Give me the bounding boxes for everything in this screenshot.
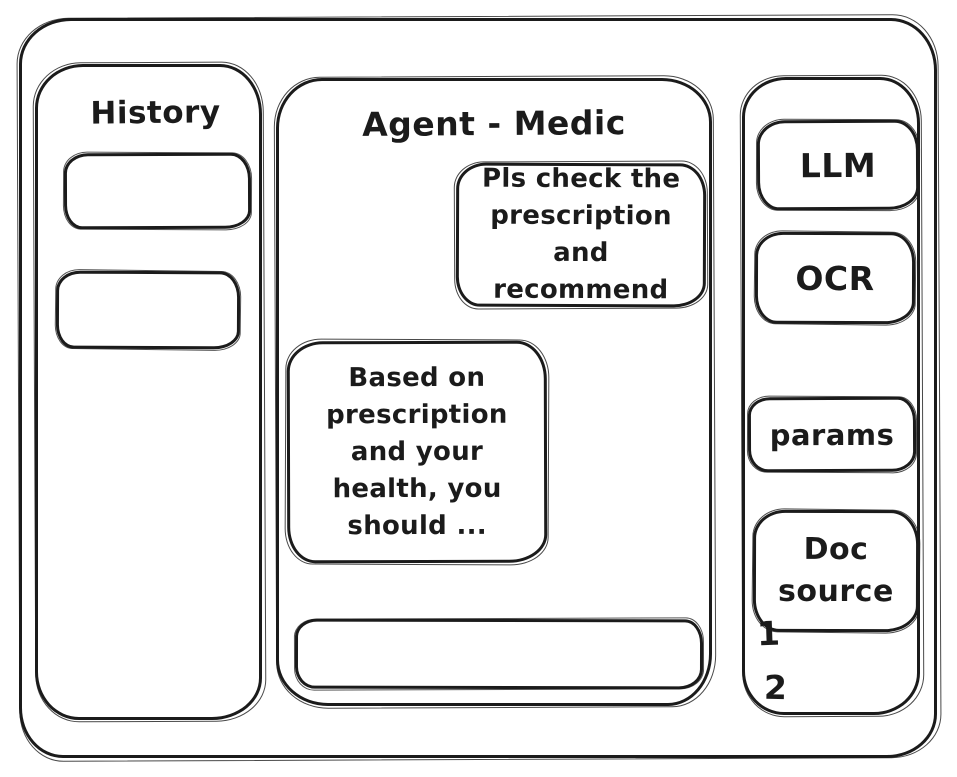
params-button[interactable]: params — [747, 396, 917, 473]
tools-sidebar: LLM OCR params Doc source 1 2 — [742, 77, 920, 715]
ocr-label: OCR — [795, 258, 875, 298]
doc-source-label: Doc source — [778, 531, 894, 610]
assistant-message-text: Based on prescription and your health, y… — [326, 362, 508, 541]
user-message-text: Pls check the prescription and recommend — [482, 163, 681, 306]
history-sidebar: History — [35, 64, 262, 720]
llm-button[interactable]: LLM — [756, 119, 920, 211]
llm-label: LLM — [799, 145, 877, 185]
history-title: History — [90, 94, 221, 132]
params-label: params — [769, 417, 895, 452]
assistant-message-bubble: Based on prescription and your health, y… — [286, 340, 548, 564]
chat-panel: Agent - Medic Pls check the prescription… — [276, 78, 712, 706]
doc-source-ref-1: 1 — [756, 613, 782, 654]
history-item[interactable] — [55, 270, 241, 350]
chat-title: Agent - Medic — [362, 103, 626, 144]
doc-source-ref-2: 2 — [763, 667, 788, 708]
ocr-button[interactable]: OCR — [754, 231, 916, 325]
history-item[interactable] — [63, 152, 252, 230]
user-message-bubble: Pls check the prescription and recommend — [455, 162, 707, 308]
chat-input[interactable] — [294, 618, 704, 690]
